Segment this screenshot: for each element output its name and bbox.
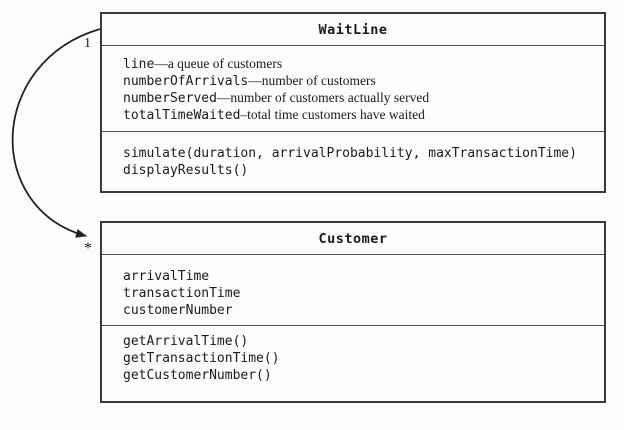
customer-class-title: Customer: [102, 223, 604, 255]
waitline-method-line: simulate(duration, arrivalProbability, m…: [123, 146, 577, 161]
waitline-attribute-line: numberOfArrivals—number of customers: [123, 72, 604, 89]
attribute-name: numberOfArrivals: [123, 74, 249, 89]
attribute-description: —number of customers actually served: [216, 90, 430, 105]
customer-attribute-line: customerNumber: [123, 303, 233, 318]
attribute-name: totalTimeWaited: [123, 108, 241, 123]
multiplicity-one-label: 1: [84, 36, 91, 51]
waitline-class-box: WaitLine line—a queue of customers numbe…: [100, 12, 606, 193]
customer-attribute-line: transactionTime: [123, 286, 241, 301]
waitline-attribute-line: line—a queue of customers: [123, 55, 604, 72]
waitline-attribute-line: numberServed—number of customers actuall…: [123, 89, 604, 106]
attribute-description: –total time customers have waited: [240, 107, 425, 122]
association-arrow: [11, 28, 101, 238]
attribute-name: line: [123, 57, 155, 72]
waitline-attribute-line: totalTimeWaited–total time customers hav…: [123, 106, 604, 123]
customer-method-line: getArrivalTime(): [123, 334, 249, 349]
customer-method-line: getTransactionTime(): [123, 351, 280, 366]
waitline-methods-section: simulate(duration, arrivalProbability, m…: [102, 132, 604, 190]
association-curve: [11, 28, 101, 238]
attribute-description: —a queue of customers: [154, 56, 283, 71]
waitline-class-title: WaitLine: [102, 14, 604, 46]
customer-methods-section: getArrivalTime() getTransactionTime() ge…: [102, 326, 604, 400]
attribute-name: numberServed: [123, 91, 217, 106]
attribute-description: —number of customers: [248, 73, 376, 88]
waitline-attributes-section: line—a queue of customers numberOfArriva…: [102, 46, 604, 132]
multiplicity-many-label: *: [84, 240, 92, 257]
waitline-method-line: displayResults(): [123, 163, 249, 178]
customer-attributes-section: arrivalTime transactionTime customerNumb…: [102, 255, 604, 326]
customer-attribute-line: arrivalTime: [123, 269, 210, 284]
customer-class-box: Customer arrivalTime transactionTime cus…: [100, 221, 606, 403]
customer-method-line: getCustomerNumber(): [123, 368, 272, 383]
